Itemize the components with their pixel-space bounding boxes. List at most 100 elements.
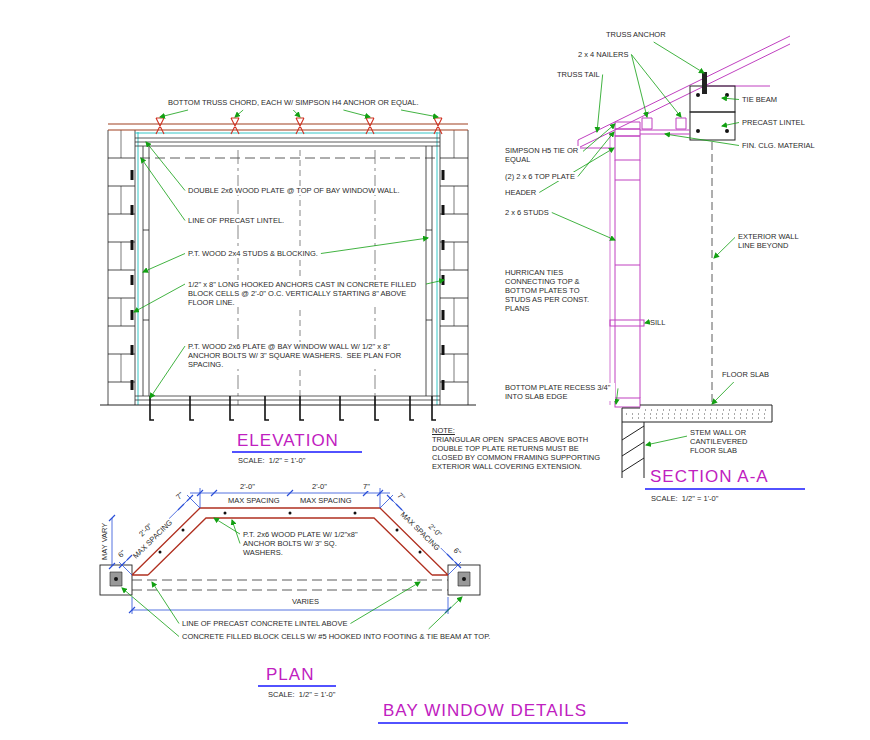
callout-text: TIE BEAM: [742, 95, 777, 104]
leader-line: [654, 42, 704, 73]
callout-text: (2) 2 x 6 TOP PLATE: [505, 172, 575, 181]
leader-line: [146, 142, 185, 191]
block-joint: [121, 130, 454, 382]
stud: [143, 146, 432, 396]
leader-line: [712, 382, 734, 404]
leader-line: [232, 520, 240, 544]
leader-line: [552, 213, 615, 241]
slab-stipple: [626, 410, 770, 418]
callout-text: P.T. 2x6 WOOD PLATE W/ 1/2"x8" ANCHOR BO…: [243, 530, 363, 557]
leader-line: [401, 110, 438, 117]
leader-line: [426, 280, 444, 284]
leader-line: [583, 124, 615, 151]
hooked-anchor: [132, 170, 443, 390]
finish-line: [135, 132, 440, 405]
bottom-plate: [135, 396, 440, 400]
leader-line: [143, 254, 185, 273]
callout-text: PRECAST LINTEL: [742, 118, 805, 127]
callout-text: SIMPSON H5 TIE OR EQUAL: [505, 146, 580, 164]
precast-lintel: [690, 112, 735, 140]
dimension-tick: [109, 490, 461, 613]
callout-text: 2 x 4 NAILERS: [578, 50, 628, 59]
callout-text: HURRICAN TIES CONNECTING TOP & BOTTOM PL…: [505, 268, 605, 313]
scale-note: SCALE: 1/2" = 1'-0": [651, 494, 718, 503]
leader-line: [235, 110, 243, 117]
stud: [615, 160, 640, 398]
block-wall: [108, 130, 468, 405]
precast-lintel-line: [132, 580, 448, 590]
callout-text: TRUSS TAIL: [557, 70, 600, 79]
leader-line: [722, 123, 739, 127]
tie-beam: [690, 86, 735, 112]
leader-line: [631, 55, 681, 118]
dimension-text: 7": [174, 491, 185, 502]
filled-cell: [110, 572, 470, 586]
floor-slab: [622, 405, 772, 422]
leader-line: [714, 237, 735, 258]
leader-line: [646, 436, 687, 445]
dimension-text: 7": [363, 482, 370, 491]
callout-text: P.T. WOOD 2x6 PLATE @ BAY WINDOW WALL W/…: [188, 342, 423, 369]
leader-line: [350, 582, 420, 624]
callout-text: TRUSS ANCHOR: [606, 30, 666, 39]
dimension-text: MAY VARY: [100, 523, 109, 560]
anchor-bolt: [150, 396, 436, 420]
dimension-text: 2'-0": [312, 482, 327, 491]
top-plate: [135, 138, 440, 146]
leader-line: [141, 158, 185, 221]
exterior-wall-beyond: [712, 142, 713, 405]
leader-line: [429, 597, 462, 629]
callout-text: STEM WALL OR CANTILEVERED FLOOR SLAB: [690, 428, 770, 455]
note-heading: NOTE:: [432, 426, 455, 435]
leader-line: [321, 238, 428, 254]
leader-line: [343, 110, 370, 117]
dimension-line: [112, 488, 461, 614]
sheet-title: BAY WINDOW DETAILS: [383, 702, 587, 720]
callout-text: BOTTOM TRUSS CHORD, EACH W/ SIMPSON H4 A…: [168, 98, 419, 107]
callout-text: 2 x 6 STUDS: [505, 208, 549, 217]
callout-text: DOUBLE 2x6 WOOD PLATE @ TOP OF BAY WINDO…: [188, 186, 400, 195]
wood-plate: [132, 508, 448, 575]
precast-lintel-line: [140, 158, 435, 159]
h4-anchor: [156, 118, 442, 134]
dimension-text: MAX SPACING: [131, 518, 174, 560]
callout-text: FIN. CLG. MATERIAL: [742, 141, 815, 150]
callout-text: HEADER: [505, 188, 536, 197]
leader-line: [597, 75, 603, 133]
leader-line: [578, 132, 614, 177]
scale-note: SCALE: 1/2" = 1'-0": [268, 690, 335, 699]
callout-text: BOTTOM PLATE RECESS 3/4" INTO SLAB EDGE: [505, 383, 615, 401]
dimension-text: 6": [451, 546, 462, 557]
view-title: PLAN: [266, 666, 314, 684]
callout-text: LINE OF PRECAST CONCRETE LINTEL ABOVE: [182, 619, 347, 628]
scale-note: SCALE: 1/2" = 1'-0": [238, 456, 305, 465]
dimension-text: MAX SPACING: [300, 496, 352, 505]
floor-line: [100, 405, 476, 406]
callout-text: 1/2" x 8" LONG HOOKED ANCHORS CAST IN CO…: [188, 280, 423, 307]
dimension-text: 2'-0": [240, 482, 255, 491]
ceiling: [640, 130, 690, 134]
callout-text: CONCRETE FILLED BLOCK CELLS W/ #5 HOOKED…: [182, 632, 490, 641]
dimension-text: VARIES: [292, 597, 319, 606]
leader-line: [150, 346, 185, 398]
view-title: ELEVATION: [237, 432, 339, 450]
note-text: TRIANGULAR OPEN SPACES ABOVE BOTH DOUBLE…: [432, 435, 610, 471]
header: [615, 136, 640, 160]
callout-text: FLOOR SLAB: [722, 370, 769, 379]
callout-text: P.T. WOOD 2x4 STUDS & BLOCKING.: [188, 249, 318, 258]
leader-line: [122, 588, 179, 637]
dimension-text: 6": [116, 548, 127, 559]
leader-line: [616, 388, 618, 404]
stem-wall: [622, 422, 644, 478]
nailer: [642, 118, 686, 129]
bottom-plate: [615, 398, 640, 407]
rebar: [696, 93, 729, 133]
leader-line: [722, 98, 739, 100]
callout-text: EXTERIOR WALL LINE BEYOND: [738, 232, 808, 250]
leader-line: [645, 322, 647, 324]
dimension-text: 7": [395, 491, 406, 502]
leader-line: [160, 110, 188, 117]
leader-line: [134, 284, 185, 312]
